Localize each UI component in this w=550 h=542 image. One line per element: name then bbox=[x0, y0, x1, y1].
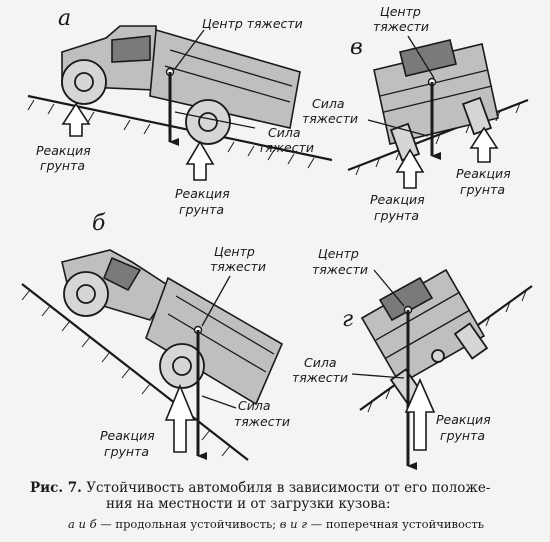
panel-b-gravity-label-2: тяжести bbox=[234, 414, 290, 429]
panel-a-reaction-left-label-2: грунта bbox=[40, 158, 85, 173]
panel-a-gravity-label-1: Сила bbox=[268, 125, 301, 140]
panel-v-center-label-1: Центр bbox=[380, 4, 421, 19]
panel-b: б Центр тяжести С bbox=[21, 211, 290, 461]
caption-title-line-1: Рис. 7. Устойчивость автомобиля в зависи… bbox=[14, 480, 538, 496]
panel-v-truck-rear bbox=[373, 39, 499, 162]
panel-v-reaction-right-label-1: Реакция bbox=[456, 166, 511, 181]
panel-b-ground bbox=[21, 283, 249, 461]
panel-v-letter: в bbox=[350, 35, 363, 60]
panel-b-center-label-2: тяжести bbox=[210, 259, 266, 274]
panel-a-reaction-arrow-left bbox=[61, 102, 91, 137]
panel-g: г Центр тяжести Сила тяжести Реа bbox=[292, 246, 533, 470]
caption-sub-ab: а и б bbox=[68, 517, 97, 531]
panel-v-reaction-left-label-2: грунта bbox=[374, 208, 419, 223]
panel-g-gravity-label-1: Сила bbox=[304, 355, 337, 370]
panel-v: в Центр тяжести Сила тяжести Реакция bbox=[302, 4, 529, 223]
panel-g-reaction-label-2: грунта bbox=[440, 428, 485, 443]
caption-sub-ab-text: — продольная устойчивость; bbox=[96, 517, 280, 531]
panel-a-truck bbox=[61, 25, 301, 145]
panel-v-ground bbox=[347, 98, 529, 172]
panel-g-reaction-label-1: Реакция bbox=[436, 412, 491, 427]
panel-b-ground-hatch bbox=[21, 289, 231, 457]
panel-a: а bbox=[27, 6, 333, 217]
panel-v-reaction-arrow-left bbox=[395, 148, 425, 189]
panel-g-center-leader bbox=[373, 269, 405, 307]
panel-g-truck-rear bbox=[360, 268, 489, 406]
panel-v-reaction-left-label-1: Реакция bbox=[370, 192, 425, 207]
panel-v-center-leader bbox=[407, 35, 435, 79]
panel-a-letter: а bbox=[58, 6, 71, 31]
panel-v-gravity-leader bbox=[367, 119, 429, 137]
caption-sub-vg-text: — поперечная устойчивость bbox=[307, 517, 484, 531]
panel-v-reaction-arrow-right bbox=[469, 126, 499, 163]
panel-g-center-label-2: тяжести bbox=[312, 262, 368, 277]
caption-subtitle: а и б — продольная устойчивость; в и г —… bbox=[14, 516, 538, 532]
panel-b-reaction-arrow bbox=[164, 383, 196, 453]
panel-g-center-label-1: Центр bbox=[318, 246, 359, 261]
panel-b-reaction-label-2: грунта bbox=[104, 444, 149, 459]
caption-title-text-1: Устойчивость автомобиля в зависимости от… bbox=[86, 480, 491, 496]
panel-b-center-label-1: Центр bbox=[214, 244, 255, 259]
panel-a-reaction-right-label-2: грунта bbox=[179, 202, 224, 217]
panel-g-reaction-arrow bbox=[404, 378, 436, 451]
figure-caption: Рис. 7. Устойчивость автомобиля в зависи… bbox=[14, 480, 538, 532]
panel-a-reaction-left-label-1: Реакция bbox=[36, 143, 91, 158]
panel-a-center-label: Центр тяжести bbox=[202, 16, 303, 31]
panel-a-gravity-label-2: тяжести bbox=[258, 140, 314, 155]
panel-a-ground-hatch bbox=[27, 99, 315, 169]
panel-a-reaction-arrow-right bbox=[185, 140, 215, 181]
panel-g-letter: г bbox=[342, 307, 353, 332]
panel-g-gravity-leader bbox=[351, 373, 405, 379]
panel-a-reaction-right-label-1: Реакция bbox=[175, 186, 230, 201]
panel-b-gravity-label-1: Сила bbox=[238, 398, 271, 413]
panel-a-center-leader bbox=[173, 29, 205, 71]
panel-a-gravity-leader bbox=[174, 111, 256, 129]
panel-v-gravity-label-1: Сила bbox=[312, 96, 345, 111]
panel-b-gravity-leader bbox=[201, 395, 237, 409]
caption-sub-vg: в и г bbox=[279, 517, 308, 531]
panel-v-reaction-right-label-2: грунта bbox=[460, 182, 505, 197]
panel-v-gravity-label-2: тяжести bbox=[302, 111, 358, 126]
panel-b-letter: б bbox=[92, 211, 106, 236]
panel-v-center-label-2: тяжести bbox=[373, 19, 429, 34]
panel-g-gravity-label-2: тяжести bbox=[292, 370, 348, 385]
panel-b-truck bbox=[61, 249, 284, 406]
panel-b-center-leader bbox=[201, 275, 231, 327]
caption-figure-number: Рис. 7. bbox=[30, 480, 82, 496]
caption-title-line-2: ния на местности и от загрузки кузова: bbox=[106, 496, 391, 512]
panel-b-reaction-label-1: Реакция bbox=[100, 428, 155, 443]
